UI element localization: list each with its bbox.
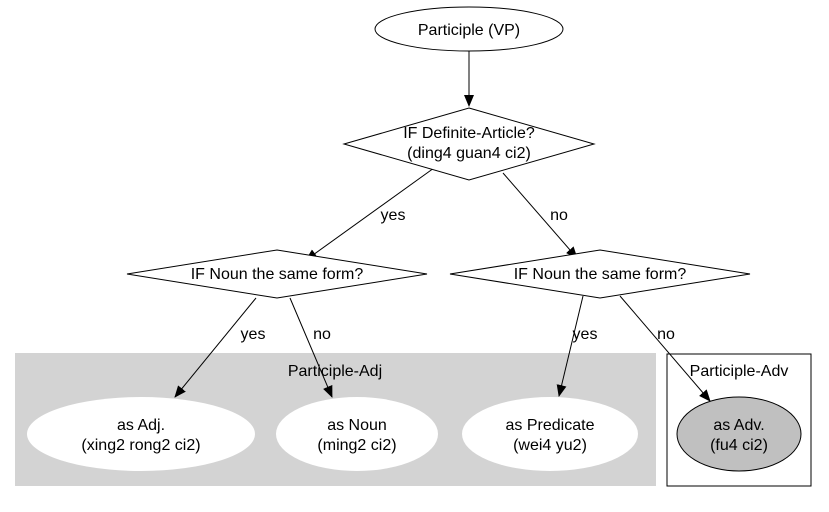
node-participle-label: Participle (VP) [418,22,520,39]
edge-no-right [619,295,711,402]
node-as-adv: as Adv. (fu4 ci2) [676,396,802,472]
edge-label-yes-right: yes [573,326,598,343]
node-as-noun-line2: (ming2 ci2) [317,437,396,454]
node-as-noun: as Noun (ming2 ci2) [276,397,438,471]
node-noun-same-left: IF Noun the same form? [126,249,428,299]
edge-yes-left [174,297,257,398]
node-definite-article-line1: IF Definite-Article? [403,125,535,142]
cluster-participle-adj-label: Participle-Adj [288,363,382,380]
edge-label-no-left: no [313,326,331,343]
edge-yes-top [305,167,435,261]
edges [174,50,711,402]
node-noun-same-right: IF Noun the same form? [449,249,751,299]
node-definite-article-line2: (ding4 guan4 ci2) [407,145,531,162]
node-as-predicate: as Predicate (wei4 yu2) [462,397,638,471]
edge-label-yes-left: yes [241,326,266,343]
edge-yes-right [556,295,584,397]
edge-no-top [502,172,578,259]
node-noun-same-right-label: IF Noun the same form? [514,266,687,283]
node-as-adj: as Adj. (xing2 rong2 ci2) [27,397,255,471]
node-as-adj-line2: (xing2 rong2 ci2) [81,437,200,454]
edge-no-left [289,297,333,398]
edge-label-yes-top: yes [381,207,406,224]
cluster-participle-adv-label: Participle-Adv [690,363,789,380]
node-noun-same-left-label: IF Noun the same form? [191,266,364,283]
node-as-adv-line1: as Adv. [713,417,764,434]
edge-label-no-right: no [657,326,675,343]
node-as-noun-line1: as Noun [327,417,387,434]
node-as-adv-line2: (fu4 ci2) [710,437,768,454]
node-participle: Participle (VP) [374,6,564,52]
node-definite-article: IF Definite-Article? (ding4 guan4 ci2) [342,107,596,181]
node-as-predicate-line1: as Predicate [506,417,595,434]
edge-label-no-top: no [550,207,568,224]
node-as-predicate-line2: (wei4 yu2) [513,437,587,454]
node-as-adj-line1: as Adj. [117,417,165,434]
